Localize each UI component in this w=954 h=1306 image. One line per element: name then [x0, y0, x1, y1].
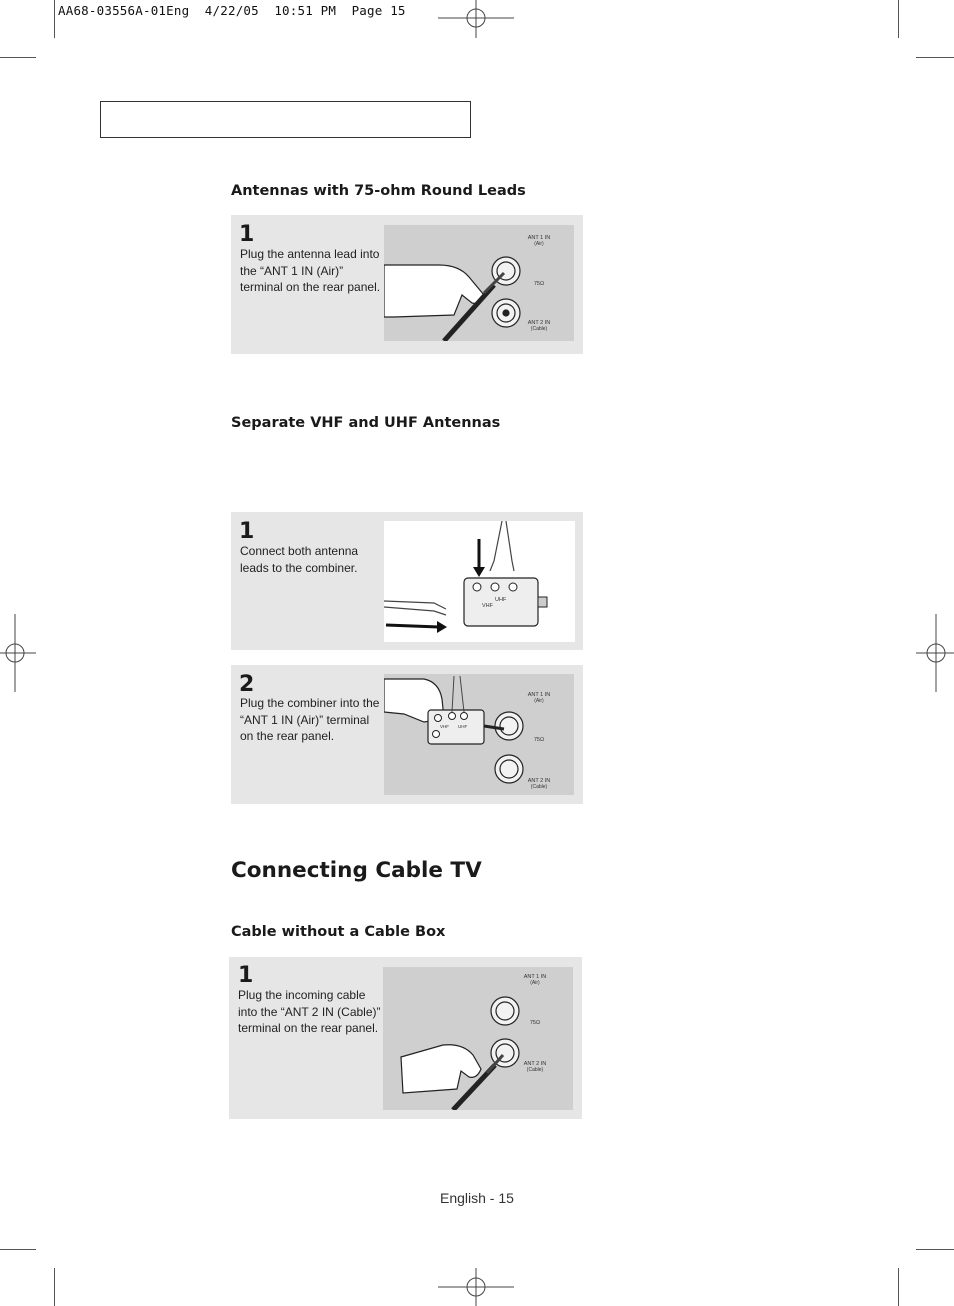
- section-heading-cable-box: Cable without a Cable Box: [231, 924, 446, 940]
- svg-text:UHF: UHF: [495, 597, 507, 603]
- svg-text:ANT 1 IN: ANT 1 IN: [524, 974, 547, 980]
- svg-text:(Air): (Air): [530, 980, 540, 986]
- svg-text:(Cable): (Cable): [531, 326, 548, 332]
- step-instruction: Connect both antenna leads to the combin…: [240, 544, 359, 575]
- svg-text:ANT 1 IN: ANT 1 IN: [528, 235, 551, 241]
- page-footer: English - 15: [440, 1190, 514, 1206]
- svg-text:ANT 2 IN: ANT 2 IN: [528, 778, 551, 784]
- rear-panel-antenna-figure: ANT 1 IN (Air) 75Ω ANT 2 IN (Cable): [383, 225, 574, 343]
- rear-panel-cable-figure: ANT 1 IN (Air) 75Ω ANT 2 IN (Cable): [383, 967, 573, 1112]
- svg-text:VHF: VHF: [440, 724, 449, 729]
- svg-text:UHF: UHF: [458, 724, 467, 729]
- svg-text:ANT 1 IN: ANT 1 IN: [528, 692, 551, 698]
- step-number: 2: [239, 672, 255, 697]
- section-heading-round-leads: Antennas with 75-ohm Round Leads: [231, 183, 526, 199]
- step-panel-vhf-uhf-1: 1 Connect both antenna leads to the comb…: [231, 512, 583, 650]
- svg-text:ANT 2 IN: ANT 2 IN: [524, 1061, 547, 1067]
- step-number: 1: [239, 519, 255, 544]
- step-instruction: Plug the combiner into the “ANT 1 IN (Ai…: [240, 696, 380, 743]
- svg-text:(Cable): (Cable): [531, 784, 548, 790]
- chapter-header-box: [100, 101, 471, 138]
- step-panel-cable-1: 1 Plug the incoming cable into the “ANT …: [229, 957, 582, 1119]
- svg-text:75Ω: 75Ω: [534, 737, 544, 743]
- step-panel-round-leads-1: 1 Plug the antenna lead into the “ANT 1 …: [231, 215, 583, 354]
- section-heading-vhf-uhf: Separate VHF and UHF Antennas: [231, 415, 501, 431]
- svg-text:75Ω: 75Ω: [530, 1020, 540, 1026]
- step-number: 1: [239, 222, 255, 247]
- svg-text:(Cable): (Cable): [527, 1067, 544, 1073]
- svg-text:(Air): (Air): [534, 698, 544, 704]
- section-title-cable-tv: Connecting Cable TV: [231, 858, 482, 883]
- step-panel-vhf-uhf-2: 2 Plug the combiner into the “ANT 1 IN (…: [231, 665, 583, 804]
- combiner-figure: UHF VHF: [383, 520, 575, 642]
- step-instruction: Plug the incoming cable into the “ANT 2 …: [238, 988, 381, 1035]
- svg-text:VHF: VHF: [482, 603, 494, 609]
- svg-text:75Ω: 75Ω: [534, 281, 544, 287]
- print-slug: AA68-03556A-01Eng 4/22/05 10:51 PM Page …: [58, 3, 406, 18]
- step-instruction: Plug the antenna lead into the “ANT 1 IN…: [240, 247, 381, 294]
- step-number: 1: [238, 963, 254, 988]
- svg-text:(Air): (Air): [534, 241, 544, 247]
- svg-text:ANT 2 IN: ANT 2 IN: [528, 320, 551, 326]
- combiner-rear-panel-figure: ANT 1 IN (Air) 75Ω ANT 2 IN (Cable) UHF …: [383, 674, 574, 795]
